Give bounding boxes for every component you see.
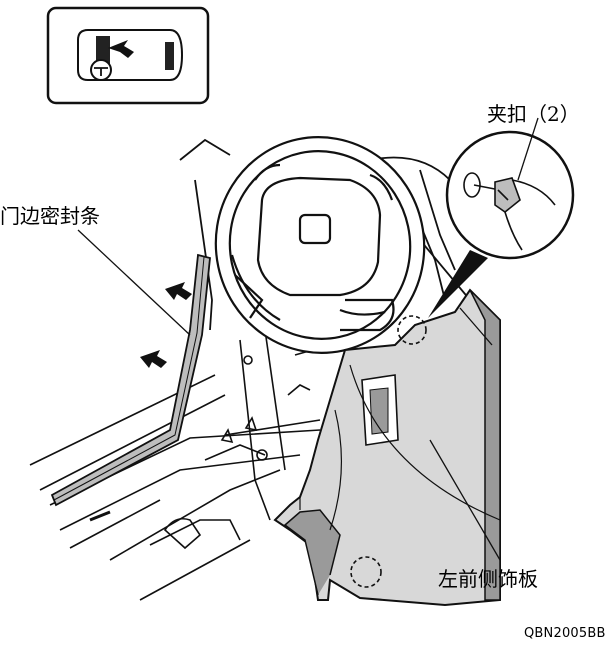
leader-side-trim	[429, 439, 501, 561]
door-seal-strip	[50, 253, 211, 507]
clip-marker-upper	[397, 315, 427, 345]
figure-code: QBN2005BB	[524, 626, 606, 641]
side-trim-label: 左前侧饰板	[438, 567, 538, 591]
clip-label: 夹扣（2）	[487, 102, 580, 126]
leader-clip-upper	[459, 307, 493, 346]
door-seal-label: 门边密封条	[0, 204, 100, 228]
left-front-side-trim-panel	[273, 288, 501, 607]
steering-wheel	[214, 136, 426, 354]
clip-icon	[463, 172, 556, 251]
clip-marker-lower	[350, 556, 382, 588]
leader-clip	[517, 117, 539, 181]
vehicle-top-view-icon	[77, 29, 184, 81]
leader-door-seal	[77, 229, 191, 336]
clip-detail-callout	[428, 130, 575, 318]
leader-lines	[77, 117, 539, 561]
door-sill-lines	[29, 329, 331, 601]
direction-arrow-icon	[140, 282, 192, 368]
locator-inset	[46, 6, 210, 105]
